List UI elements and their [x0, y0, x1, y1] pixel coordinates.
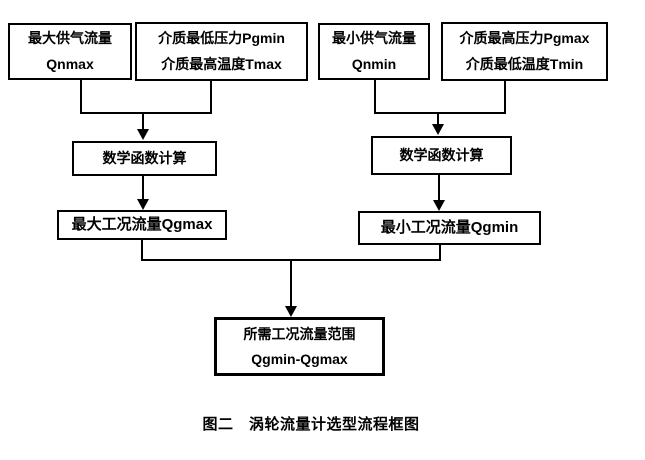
node-text: 最小工况流量Qgmin — [380, 219, 519, 236]
connector-line — [80, 112, 212, 114]
node-math-calc-left: 数学函数计算 — [72, 141, 217, 176]
connector-line — [142, 112, 144, 130]
node-min-working-flow: 最小工况流量Qgmin — [358, 211, 541, 245]
node-medium-max-pressure-min-temp: 介质最高压力Pgmax 介质最低温度Tmin — [441, 22, 608, 81]
connector-line — [374, 80, 376, 112]
arrow-down-icon — [137, 129, 149, 140]
node-required-flow-range: 所需工况流量范围 Qgmin-Qgmax — [214, 317, 385, 376]
arrow-down-icon — [432, 124, 444, 135]
connector-line — [374, 112, 506, 114]
diagram-caption: 图二 涡轮流量计选型流程框图 — [202, 416, 420, 433]
connector-line — [438, 175, 440, 201]
node-text: 介质最低压力Pgmin — [158, 29, 285, 46]
node-text: 数学函数计算 — [399, 147, 484, 164]
connector-line — [439, 245, 441, 259]
node-text: 所需工况流量范围 — [243, 326, 356, 342]
node-text: 介质最高温度Tmax — [161, 55, 282, 72]
node-text: 介质最低温度Tmin — [465, 55, 584, 72]
node-text: Qgmin-Qgmax — [251, 350, 348, 367]
node-max-working-flow: 最大工况流量Qgmax — [57, 210, 227, 240]
node-text: 最小供气流量 — [332, 29, 416, 46]
node-text: 最大工况流量Qgmax — [71, 216, 213, 233]
node-min-supply-flow: 最小供气流量 Qnmin — [318, 23, 430, 80]
connector-line — [290, 259, 292, 307]
node-text: Qnmax — [46, 55, 94, 72]
connector-line — [437, 112, 439, 126]
connector-line — [210, 81, 212, 112]
connector-line — [80, 80, 82, 112]
arrow-down-icon — [137, 199, 149, 210]
arrow-down-icon — [285, 306, 297, 317]
arrow-down-icon — [433, 200, 445, 211]
node-math-calc-right: 数学函数计算 — [371, 136, 512, 175]
connector-line — [504, 81, 506, 112]
node-max-supply-flow: 最大供气流量 Qnmax — [8, 23, 132, 80]
node-text: 介质最高压力Pgmax — [459, 29, 590, 46]
connector-line — [141, 240, 143, 259]
node-text: 数学函数计算 — [102, 150, 187, 167]
node-text: Qnmin — [351, 55, 397, 72]
node-text: 最大供气流量 — [28, 29, 112, 46]
connector-line — [142, 176, 144, 200]
node-medium-min-pressure-max-temp: 介质最低压力Pgmin 介质最高温度Tmax — [135, 22, 308, 81]
